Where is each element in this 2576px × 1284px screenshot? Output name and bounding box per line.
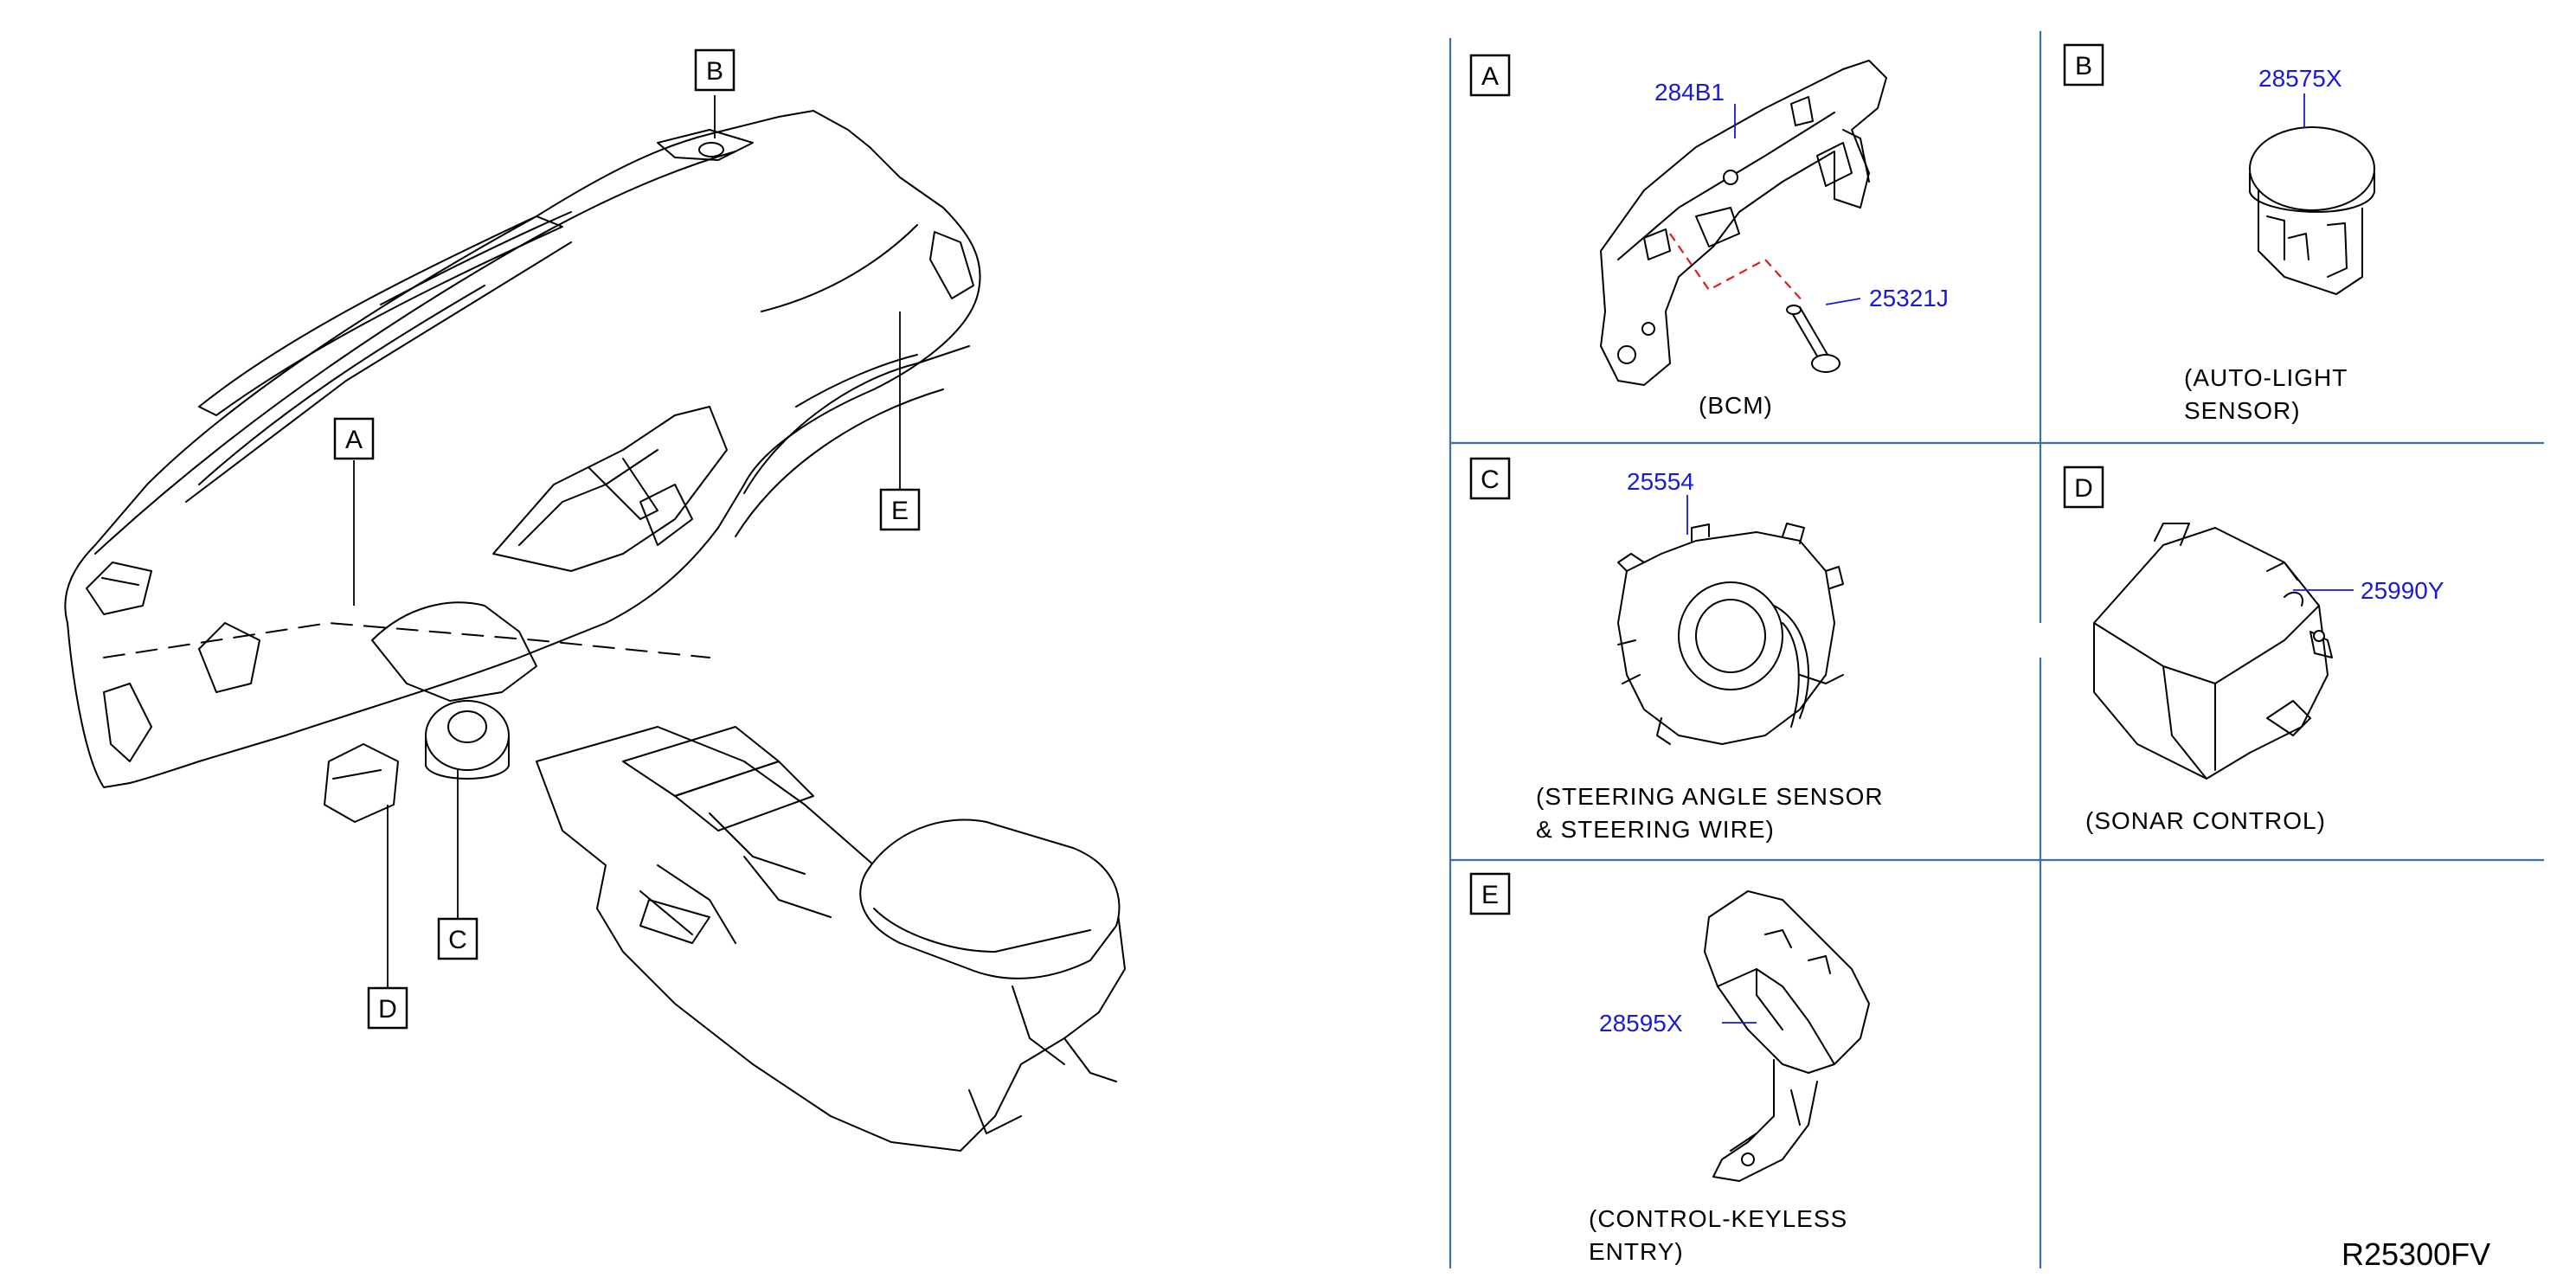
- main-callout-leaders: [353, 95, 901, 987]
- bcm-bolt-drawing: [1786, 305, 1840, 373]
- main-callout-c: C: [437, 917, 479, 960]
- main-callout-b-label: B: [706, 57, 723, 86]
- detail-grid-lines: [1449, 31, 2544, 1268]
- panel-b-caption-line-2: SENSOR): [2184, 397, 2301, 424]
- part-number-28575x: 28575X: [2258, 65, 2342, 92]
- steering-angle-sensor-drawing: [1617, 523, 1844, 745]
- panel-e-label: E: [1481, 881, 1499, 909]
- main-callout-d: D: [367, 986, 408, 1030]
- bcm-bracket-drawing: [1600, 60, 1887, 386]
- part-number-284b1: 284B1: [1654, 79, 1725, 106]
- part-number-25554: 25554: [1627, 468, 1694, 495]
- panel-e-caption-line-2: ENTRY): [1589, 1238, 1684, 1265]
- instrument-panel-drawing: [64, 110, 1126, 1152]
- main-callout-e-label: E: [891, 497, 909, 525]
- reference-code: R25300FV: [2342, 1236, 2490, 1272]
- panel-b-label: B: [2075, 52, 2092, 80]
- panel-b-caption-line-1: (AUTO-LIGHT: [2184, 364, 2348, 391]
- panel-c: C 25554 (STEERING ANGLE SENSOR & STEERIN…: [1469, 457, 1884, 843]
- panel-d: D 25990Y (SONAR CONTROL): [2063, 465, 2444, 834]
- main-callout-c-label: C: [448, 926, 467, 954]
- panel-a: A 284B1 25321J (BCM): [1469, 54, 1949, 419]
- main-callout-a: A: [333, 417, 375, 460]
- panel-c-caption-line-1: (STEERING ANGLE SENSOR: [1536, 783, 1884, 810]
- auto-light-sensor-drawing: [2249, 126, 2375, 295]
- main-callout-e: E: [879, 488, 921, 531]
- part-number-28595x: 28595X: [1599, 1010, 1683, 1037]
- panel-c-label: C: [1481, 465, 1500, 494]
- panel-b: B 28575X (AUTO-LIGHT SENSOR): [2063, 43, 2375, 424]
- main-callout-d-label: D: [378, 995, 397, 1024]
- panel-a-caption: (BCM): [1699, 392, 1773, 419]
- sonar-control-drawing: [2093, 523, 2333, 780]
- panel-e-caption-line-1: (CONTROL-KEYLESS: [1589, 1205, 1847, 1232]
- main-callout-a-label: A: [345, 426, 363, 454]
- part-number-25990y: 25990Y: [2361, 577, 2444, 604]
- panel-e: E 28595X (CONTROL-KEYLESS ENTRY): [1469, 872, 1870, 1265]
- keyless-entry-control-drawing: [1704, 890, 1870, 1182]
- panel-c-caption-line-2: & STEERING WIRE): [1536, 816, 1775, 843]
- main-callout-b: B: [694, 48, 736, 92]
- panel-d-caption: (SONAR CONTROL): [2085, 807, 2326, 834]
- panel-d-label: D: [2074, 474, 2093, 503]
- panel-a-label: A: [1481, 62, 1499, 91]
- part-number-25321j: 25321J: [1869, 285, 1949, 311]
